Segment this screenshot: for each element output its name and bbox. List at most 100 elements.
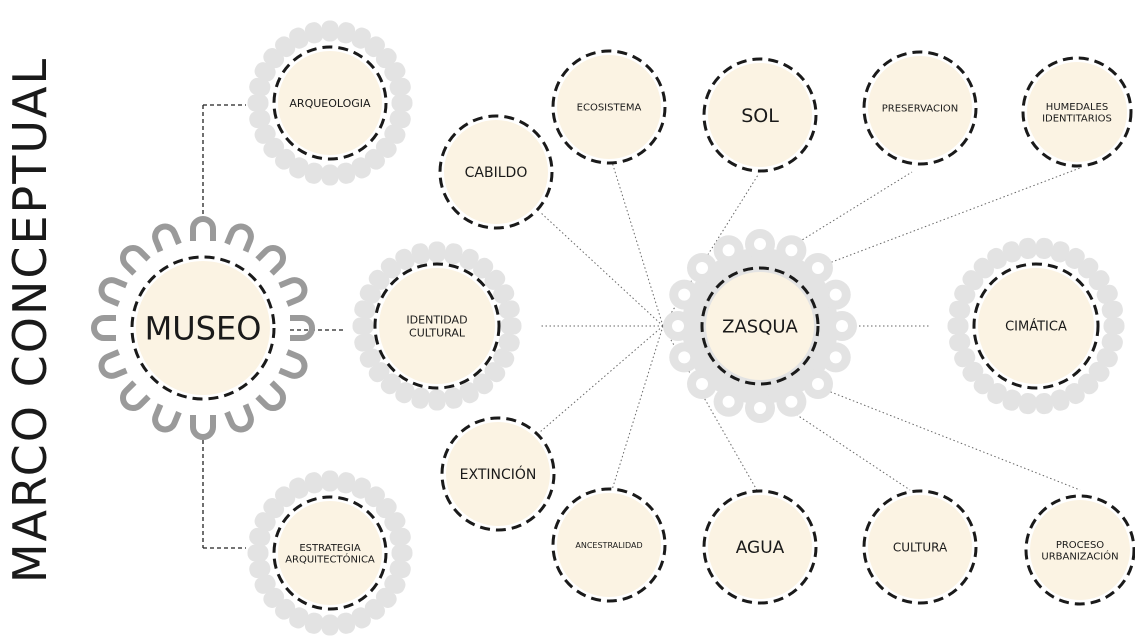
halo-segment [384, 574, 406, 594]
halo-arch [255, 380, 286, 411]
halo-segment [354, 333, 376, 352]
halo-segment [973, 373, 994, 395]
halo-segment [364, 486, 385, 508]
zasqua-connector [611, 161, 664, 327]
halo-hole [754, 238, 766, 250]
halo-segment [263, 587, 285, 608]
halo-segment [1065, 247, 1085, 269]
halo-arch [98, 349, 128, 379]
preservacion-dashed-ring [862, 50, 978, 166]
proceso-dashed-ring [1024, 494, 1135, 606]
halo-segment [249, 559, 271, 579]
cultura-node: CULTURA [862, 489, 978, 605]
halo-segment [263, 48, 285, 69]
halo-segment [962, 361, 984, 382]
humedales-label: IDENTITARIOS [1042, 113, 1112, 124]
preservacion-label: PRESERVACION [882, 104, 959, 115]
cultura-label: CULTURA [893, 540, 948, 554]
halo-segment [973, 257, 994, 279]
halo-segment [459, 248, 479, 270]
identidad-label: CULTURAL [409, 326, 466, 339]
halo-arch [152, 223, 182, 253]
halo-segment [1019, 393, 1037, 415]
halo-hole [722, 395, 735, 408]
halo-segment [428, 241, 446, 263]
zasqua-connector [611, 325, 664, 491]
halo-segment [1019, 237, 1037, 259]
halo-segment [375, 48, 397, 69]
halo-segment [352, 317, 374, 335]
halo-hole [696, 262, 709, 275]
halo-segment [351, 27, 371, 49]
halo-segment [949, 333, 971, 352]
ecosistema-label: ECOSISTEMA [577, 103, 642, 114]
identidad-label: IDENTIDAD [406, 314, 467, 327]
zasqua-dashed-ring [700, 266, 820, 386]
halo-arch [98, 277, 128, 307]
ancestralidad-circle [557, 493, 661, 597]
museo-halo [91, 216, 315, 440]
zasqua-connector [662, 325, 1081, 491]
preservacion-node: PRESERVACION [862, 50, 978, 166]
museo-label: MUSEO [145, 310, 262, 348]
halo-hole [678, 288, 691, 301]
halo-segment [947, 317, 969, 335]
zasqua-label: ZASQUA [722, 316, 798, 337]
halo-arch [91, 315, 116, 341]
extincion-label: EXTINCIÓN [460, 465, 537, 483]
halo-segment [304, 612, 324, 634]
halo-segment [954, 284, 976, 304]
arqueologia-halo [247, 20, 413, 186]
halo-segment [473, 257, 494, 279]
extincion-node: EXTINCIÓN [440, 416, 556, 532]
ancestralidad-node: ANCESTRALIDAD [551, 487, 667, 603]
halo-segment [1035, 393, 1053, 415]
halo-segment [380, 257, 401, 279]
halo-segment [411, 387, 430, 409]
halo-segment [1050, 241, 1070, 263]
arqueologia-label: ARQUEOLOGIA [289, 97, 371, 110]
halo-arch [255, 245, 286, 276]
halo-segment [384, 512, 406, 532]
halo-segment [263, 137, 285, 158]
extincion-dashed-ring [440, 416, 556, 532]
halo-segment [1078, 373, 1099, 395]
humedales-dashed-ring [1021, 56, 1133, 168]
estrategia-dashed-ring [272, 495, 388, 611]
extincion-circle [446, 422, 550, 526]
halo-segment [395, 248, 415, 270]
halo-hole [811, 262, 824, 275]
halo-segment [249, 77, 271, 97]
halo-segment [275, 148, 296, 170]
halo-segment [1002, 241, 1022, 263]
halo-segment [391, 544, 413, 562]
cabildo-dashed-ring [438, 114, 554, 230]
halo-segment [493, 348, 515, 368]
proceso-circle [1030, 500, 1130, 600]
arqueologia-dashed-ring [272, 45, 388, 161]
halo-segment [1002, 389, 1022, 411]
halo-segment [389, 527, 411, 547]
identidad-dashed-ring [373, 262, 501, 390]
halo-segment [354, 300, 376, 319]
halo-arch [152, 403, 182, 433]
zasqua-connector [539, 325, 664, 433]
halo-segment [289, 607, 309, 629]
halo-segment [1035, 237, 1053, 259]
halo-segment [336, 162, 356, 184]
zasqua-connector [539, 211, 664, 327]
halo-segment [289, 27, 309, 49]
humedales-label: HUMEDALES [1046, 102, 1108, 113]
halo-segment [375, 137, 397, 158]
cimatica-dashed-ring [972, 262, 1100, 390]
cimatica-label: CIMÁTICA [1005, 319, 1067, 335]
agua-dashed-ring [702, 489, 818, 605]
halo-segment [1101, 333, 1123, 352]
ecosistema-dashed-ring [551, 49, 667, 165]
halo-segment [321, 470, 339, 492]
halo-segment [304, 472, 324, 494]
